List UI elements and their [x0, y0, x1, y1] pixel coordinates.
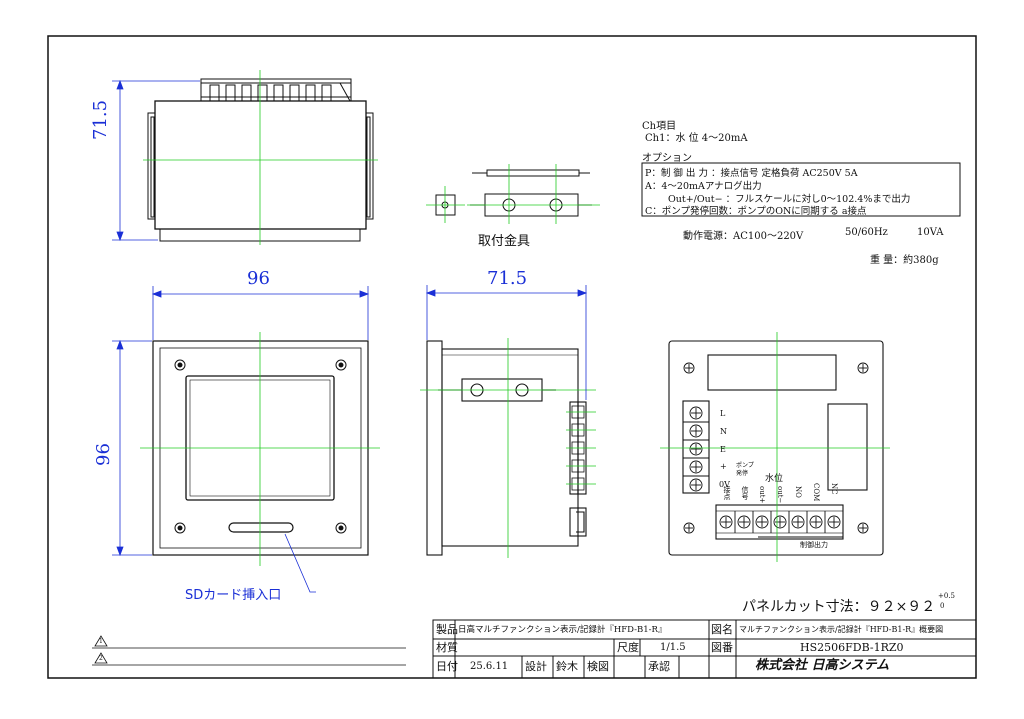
side-depth-dim-label: 71.5 [487, 268, 528, 289]
ch1-line: Ch1：水 位 4〜20mA [645, 133, 748, 144]
top-view [147, 78, 374, 242]
option-c: C：ポンプ発停回数：ポンプのONに同期する a接点 [645, 206, 867, 217]
front-dimensions [112, 286, 370, 593]
tb-drawing-name-label: 図名 [711, 623, 733, 636]
sheet-border [47, 35, 977, 679]
control-output-label: 制御出力 [800, 541, 828, 549]
side-dimension [425, 285, 588, 400]
term-label-l: L [720, 409, 726, 418]
top-height-dim-label: 71.5 [90, 99, 111, 140]
bottom-label-6: COM [812, 483, 820, 502]
spec-box [641, 162, 961, 217]
freq-spec: 50/60Hz [845, 227, 888, 238]
term-label-plus: + [720, 462, 727, 471]
tb-designer: 鈴木 [556, 660, 578, 673]
term-label-e: E [720, 445, 726, 454]
bottom-label-7: NC [830, 483, 838, 495]
tb-material-label: 材質 [436, 641, 458, 654]
tb-approve-label: 承認 [648, 660, 670, 673]
bottom-label-4: out− [776, 486, 784, 504]
panel-cut-tol-plus: +0.5 [938, 592, 955, 600]
weight-spec: 重 量：約380g [870, 255, 939, 266]
tb-drawing-no: HS2506FDB-1RZ0 [800, 641, 904, 654]
bottom-label-3: out+ [758, 486, 766, 504]
tb-scale-label: 尺度 [617, 641, 639, 654]
front-screws [174, 359, 347, 534]
bottom-label-2: 信号 [741, 486, 749, 500]
bracket-drawing [435, 169, 592, 217]
front-height-dim-label: 96 [93, 443, 114, 466]
panel-cut-label: パネルカット寸法：９２×９２ [742, 599, 936, 615]
side-view [426, 340, 587, 556]
power-spec: 動作電源：AC100〜220V [683, 231, 804, 242]
tb-check-label: 検図 [587, 660, 609, 673]
rear-bottom-terminals [719, 511, 843, 538]
option-a-detail: Out+/Out− ：フルスケールに対し0〜102.4%まで出力 [668, 194, 911, 205]
panel-cut-tol-minus: 0 [940, 602, 945, 610]
tb-design-label: 設計 [525, 660, 547, 673]
tb-product-label: 製品 [436, 623, 458, 636]
rear-screws [683, 362, 869, 534]
tb-company: 株式会社 日高システム [755, 658, 890, 673]
tb-date: 25.6.11 [470, 661, 509, 672]
va-spec: 10VA [917, 227, 944, 238]
tb-scale: 1/1.5 [660, 642, 686, 653]
bottom-label-1: 接点 [723, 486, 731, 500]
top-height-dimension [112, 79, 200, 242]
tb-date-label: 日付 [436, 660, 458, 673]
water-level-label: 水位 [765, 474, 784, 484]
title-block-grid [432, 619, 977, 679]
option-p: P：制 御 出 力 ：接点信号 定格負荷 AC250V 5A [645, 168, 858, 179]
term-label-n: N [720, 427, 727, 436]
bracket-label: 取付金具 [478, 234, 531, 249]
top-view-centerlines [143, 70, 378, 245]
revision-triangles [94, 635, 108, 664]
tb-drawing-no-label: 図番 [711, 641, 733, 654]
revision-1: 1 [99, 638, 103, 645]
tb-drawing-name: マルチファンクション表示/記録計『HFD-B1-R』概要図 [739, 625, 944, 634]
sd-slot-label: SDカード挿入口 [185, 588, 282, 603]
option-a: A：4〜20mAアナログ出力 [645, 181, 762, 192]
option-heading: オプション [642, 153, 692, 164]
tb-product: 日高マルチファンクション表示/記録計『HFD-B1-R』 [458, 625, 667, 635]
revision-lines [92, 647, 406, 666]
rear-left-terminals [683, 406, 709, 492]
bottom-label-5: NO [794, 486, 802, 498]
ch-heading: Ch項目 [642, 121, 677, 132]
pump-label: ポンプ 発停 [736, 462, 754, 477]
revision-2: 2 [99, 655, 103, 662]
term-label-0v: 0V [719, 480, 730, 489]
front-width-dim-label: 96 [247, 268, 270, 289]
